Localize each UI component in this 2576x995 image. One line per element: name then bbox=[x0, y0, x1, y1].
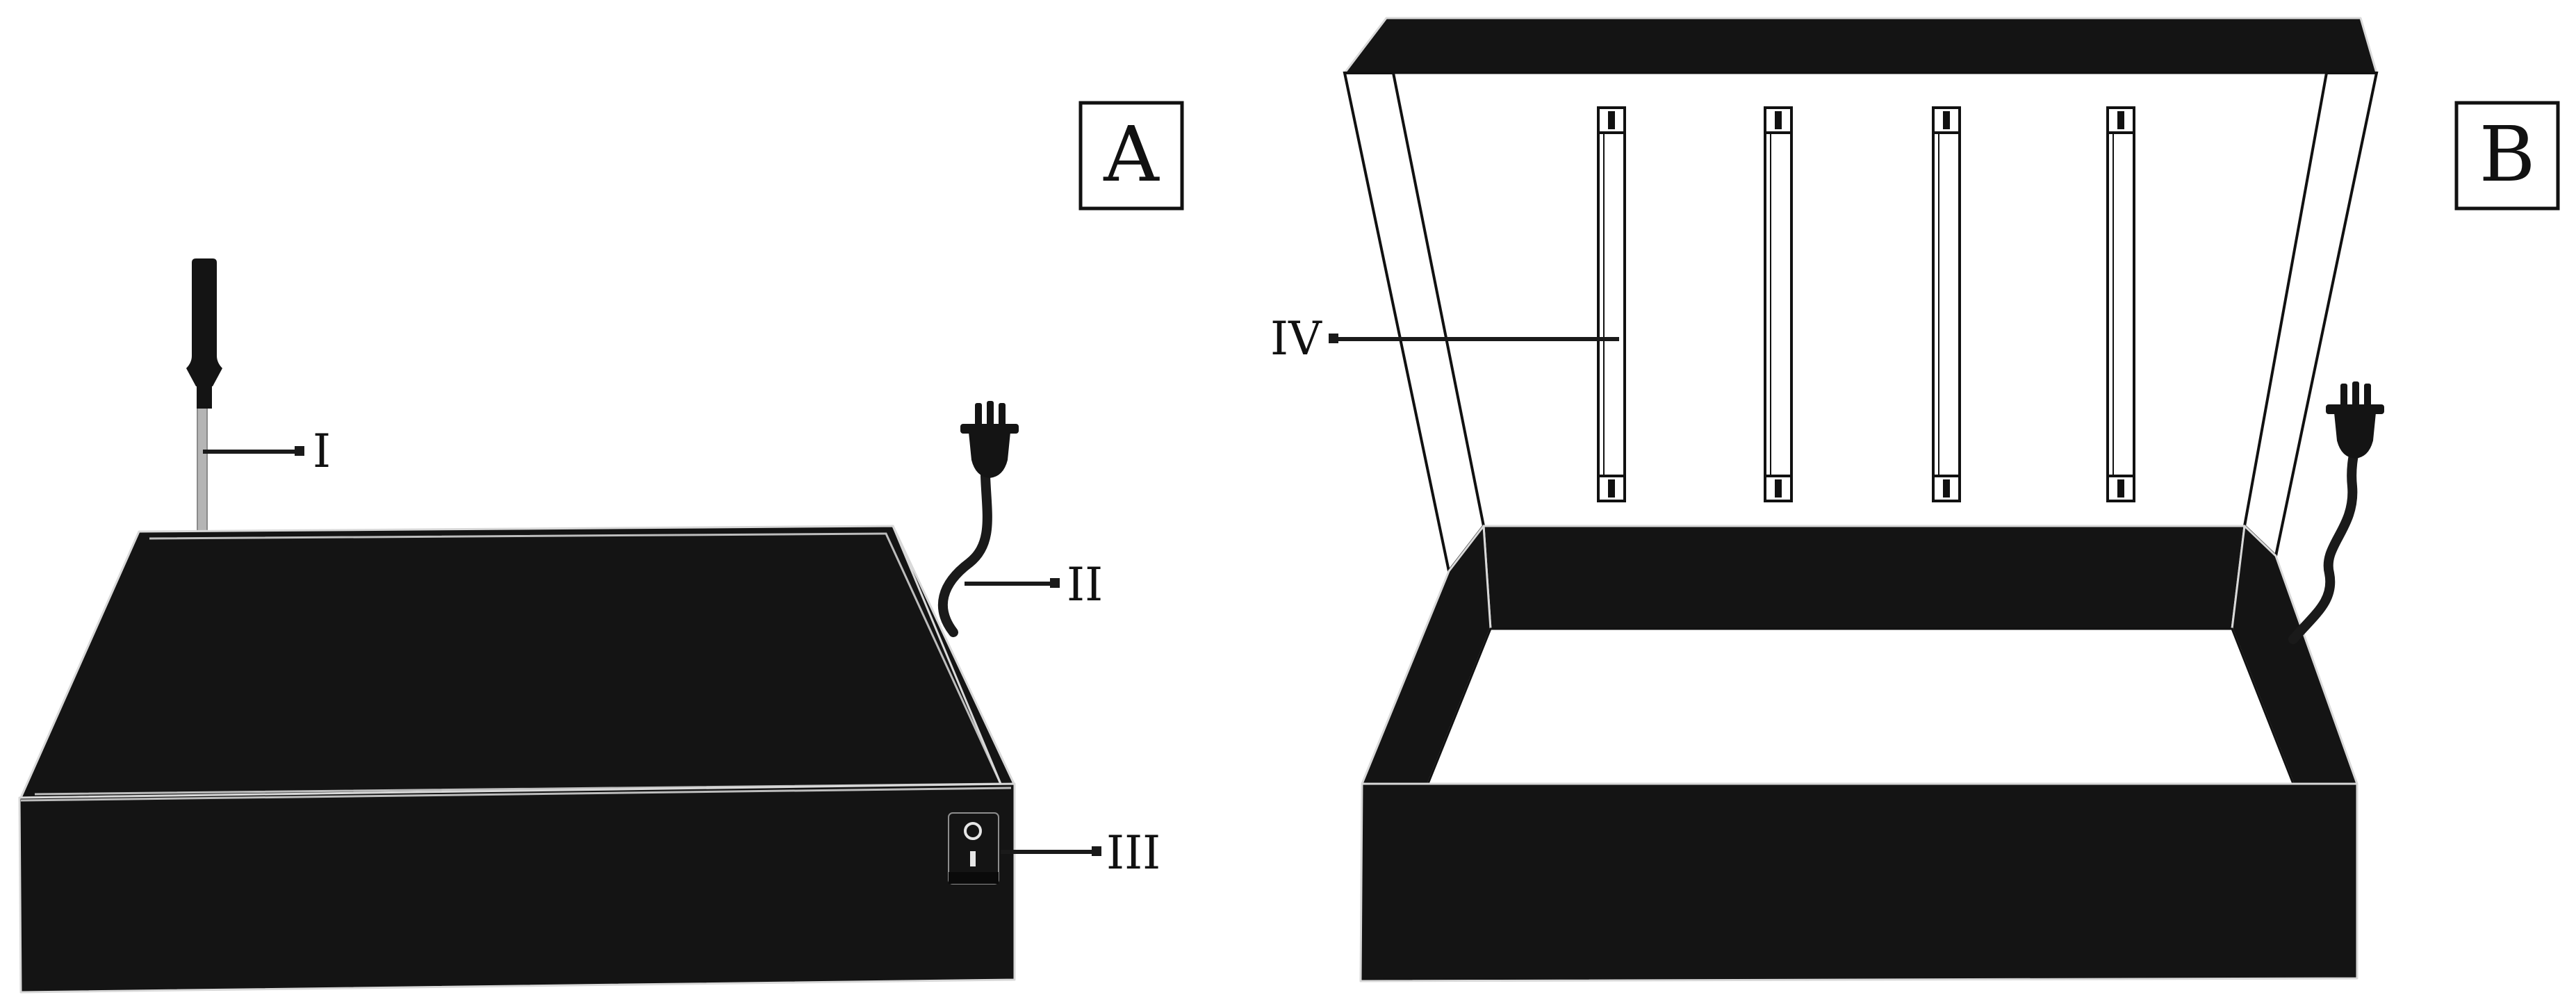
panel-b-tag bbox=[2454, 101, 2560, 211]
switch-on-symbol bbox=[970, 851, 976, 866]
label-iv: IV bbox=[1270, 312, 1322, 365]
uv-lamp-tube-icon bbox=[1597, 106, 2135, 502]
panel-b-open-box: IV B bbox=[1270, 17, 2560, 982]
closed-box-front bbox=[18, 782, 1016, 994]
switch-off-symbol bbox=[964, 822, 982, 840]
panel-a-closed-box: I II III A bbox=[18, 101, 1184, 994]
open-box-back-wall bbox=[1482, 525, 2246, 630]
panel-a-label: A bbox=[1103, 110, 1160, 199]
power-plug-icon bbox=[2288, 381, 2384, 644]
panel-a-tag bbox=[1078, 101, 1184, 211]
power-switch-icon bbox=[948, 812, 999, 885]
power-plug-icon bbox=[938, 401, 1019, 637]
label-iii: III bbox=[1106, 826, 1160, 880]
open-box-lid-top-band bbox=[1343, 17, 2378, 74]
closed-box-lid-top bbox=[19, 525, 1016, 799]
label-i: I bbox=[313, 425, 331, 478]
open-box-lid-left-frame bbox=[1343, 72, 1486, 575]
panel-b-label: B bbox=[2479, 110, 2536, 199]
open-box-front bbox=[1359, 782, 2358, 982]
screwdriver-probe-icon bbox=[186, 258, 222, 536]
open-box-floor bbox=[1426, 627, 2295, 785]
label-ii: II bbox=[1067, 558, 1103, 611]
